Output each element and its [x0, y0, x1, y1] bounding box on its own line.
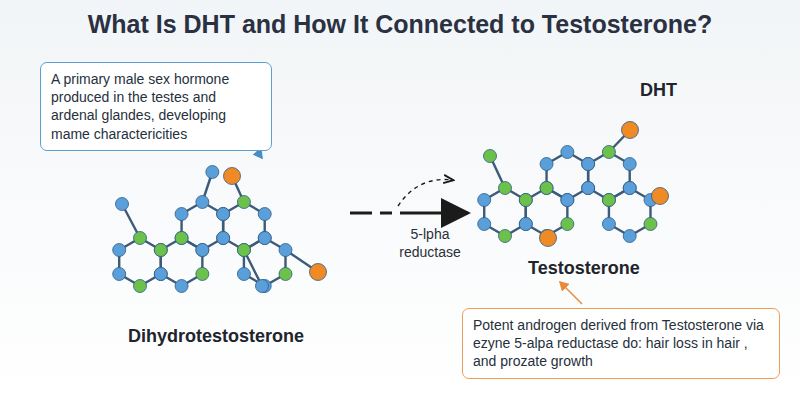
callout-box: Potent androgen derived from Testosteron…: [462, 308, 780, 379]
reaction-arrow: [400, 212, 468, 215]
title: What Is DHT and How It Connected to Test…: [20, 10, 780, 39]
reaction-arrow-dash: [380, 212, 392, 215]
molecule-name: Testosterone: [528, 258, 640, 279]
callout-box: A primary male sex hormone produced in t…: [40, 62, 272, 151]
molecule-right: [478, 122, 669, 247]
molecule-left: [113, 166, 327, 293]
enzyme-label: 5-lpha reductase: [390, 226, 470, 261]
leader-line: [560, 282, 582, 304]
dashed-curve-arrow: [398, 180, 452, 206]
callout-text: A primary male sex hormone produced in t…: [51, 70, 261, 143]
molecule-name: DHT: [640, 80, 677, 101]
reaction-arrow-dash: [350, 212, 372, 215]
callout-text: Potent androgen derived from Testosteron…: [473, 316, 769, 371]
molecule-name: Dihydrotestosterone: [128, 326, 304, 347]
